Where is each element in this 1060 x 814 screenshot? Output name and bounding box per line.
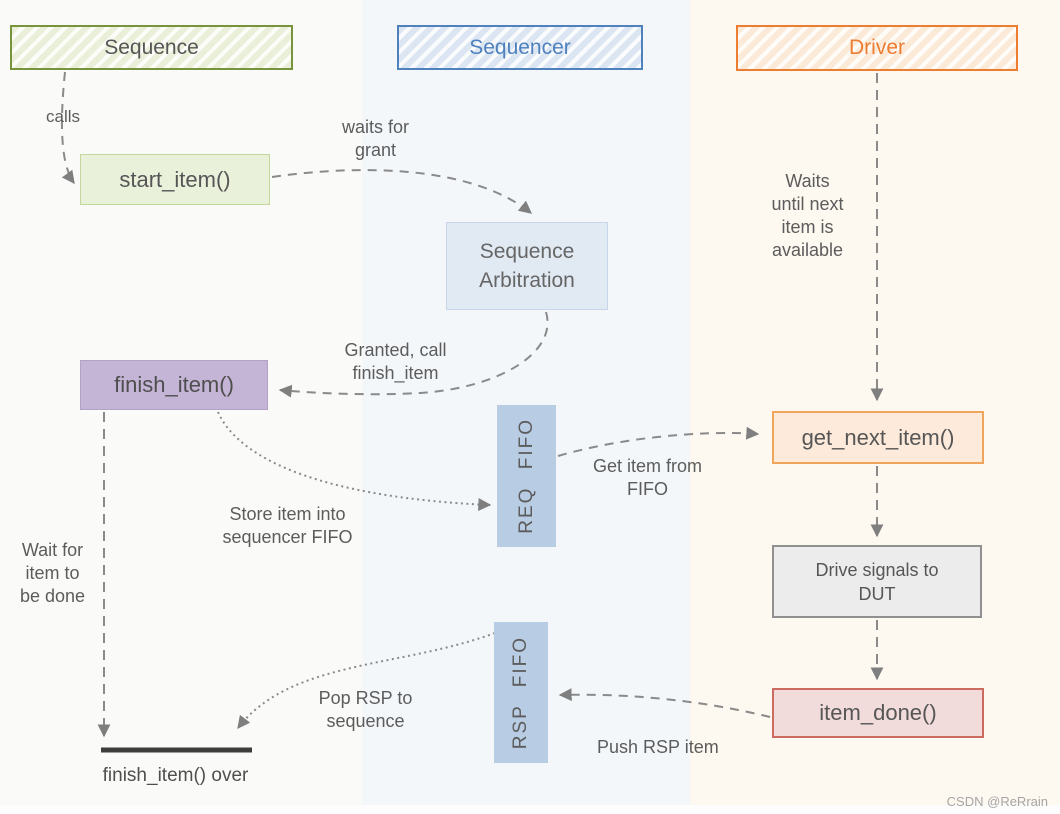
item-done-box: item_done() (772, 688, 984, 738)
waits-until-next-item-label: Waits until next item is available (771, 171, 844, 260)
req-fifo-label: REQ FIFO (515, 418, 537, 534)
bottom-margin-strip (0, 805, 1060, 814)
sequence-arbitration-box: Sequence Arbitration (446, 222, 608, 310)
finish-item-over-label: finish_item() over (102, 765, 249, 786)
wait-for-item-done-label: Wait for item to be done (19, 540, 86, 606)
get-next-item-box: get_next_item() (772, 411, 984, 464)
get-item-from-fifo-label: Get item from FIFO (592, 456, 703, 499)
granted-call-finish-item-label: Granted, call finish_item (344, 340, 447, 383)
sequence-header: Sequence (10, 25, 293, 70)
rsp-fifo-box: RSP FIFO (494, 622, 548, 763)
driver-lane-background (690, 0, 1060, 805)
drive-signals-to-dut-box: Drive signals to DUT (772, 545, 982, 618)
store-item-into-fifo-label: Store item into sequencer FIFO (222, 504, 353, 547)
finish-item-box: finish_item() (80, 360, 268, 410)
driver-header: Driver (736, 25, 1018, 71)
waits-for-grant-label: waits for grant (341, 117, 410, 160)
start-item-box: start_item() (80, 154, 270, 205)
rsp-fifo-label: RSP FIFO (510, 635, 531, 750)
push-rsp-item-label: Push RSP item (597, 737, 719, 757)
calls-label: calls (45, 107, 80, 126)
pop-rsp-to-sequence-label: Pop RSP to sequence (318, 688, 413, 731)
req-fifo-box: REQ FIFO (497, 405, 556, 547)
csdn-watermark: CSDN @ReRrain (946, 794, 1048, 809)
sequencer-header: Sequencer (397, 25, 643, 70)
